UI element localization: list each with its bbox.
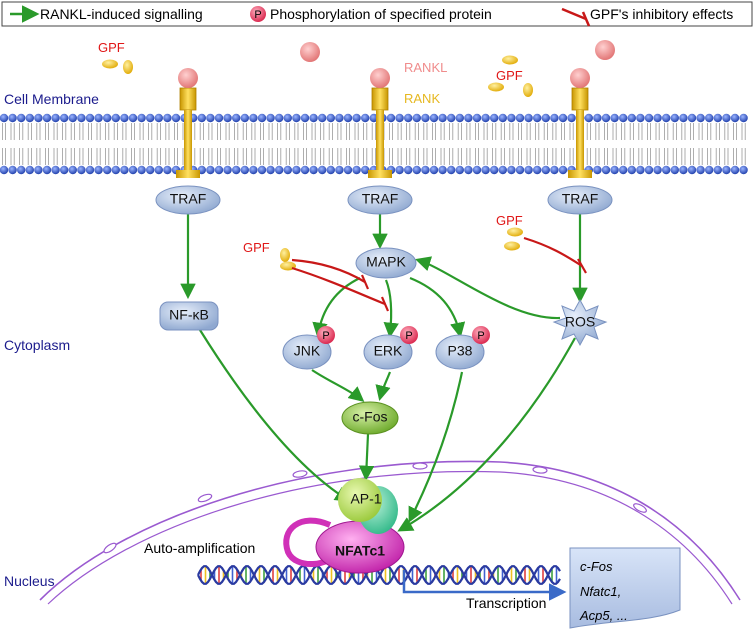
transcription-arrow: Transcription bbox=[402, 570, 567, 611]
traf-label: TRAF bbox=[562, 191, 599, 207]
rankl-ligand-1 bbox=[178, 68, 198, 88]
legend-inhibition-label: GPF's inhibitory effects bbox=[590, 6, 733, 22]
phospho-badge bbox=[400, 326, 418, 344]
p38-node: P38 P bbox=[435, 326, 490, 370]
legend: RANKL-induced signalling P Phosphorylati… bbox=[1, 1, 753, 27]
dna-helix bbox=[197, 565, 561, 585]
svg-text:P: P bbox=[477, 330, 484, 342]
traf-node-1: TRAF bbox=[155, 185, 221, 215]
rank-receptor-3 bbox=[568, 68, 592, 178]
nfatc1-ap1-complex: AP-1 NFATc1 bbox=[283, 478, 405, 574]
traf-label: TRAF bbox=[170, 191, 207, 207]
rank-receptor-2 bbox=[368, 68, 392, 178]
phospho-badge bbox=[472, 326, 490, 344]
gene-cfos: c-Fos bbox=[580, 559, 613, 574]
inhibition-lines bbox=[291, 236, 587, 312]
rank-label: RANK bbox=[404, 91, 440, 106]
rank-receptor-1 bbox=[176, 68, 200, 178]
legend-activation-label: RANKL-induced signalling bbox=[40, 6, 203, 22]
svg-text:P: P bbox=[405, 330, 412, 342]
jnk-label: JNK bbox=[294, 343, 321, 359]
traf-node-2: TRAF bbox=[347, 185, 413, 215]
cfos-label: c-Fos bbox=[353, 409, 388, 425]
signalling-nodes: TRAF TRAF TRAF NF-κB MAPK JNK P ERK bbox=[155, 185, 613, 435]
p38-label: P38 bbox=[448, 343, 473, 359]
nfatc1-label: NFATc1 bbox=[335, 543, 385, 559]
mapk-node: MAPK bbox=[355, 247, 417, 279]
activation-arrows bbox=[180, 212, 588, 532]
erk-label: ERK bbox=[374, 343, 403, 359]
gpf-label-4: GPF bbox=[496, 213, 523, 228]
nucleus-label: Nucleus bbox=[4, 573, 55, 589]
jnk-node: JNK P bbox=[282, 326, 335, 370]
cell-membrane bbox=[0, 113, 748, 175]
receptors bbox=[176, 40, 615, 178]
legend-phospho-icon bbox=[250, 6, 266, 22]
nuclear-envelope bbox=[39, 460, 741, 605]
rankl-label: RANKL bbox=[404, 60, 447, 75]
traf-label: TRAF bbox=[362, 191, 399, 207]
gpf-label-1: GPF bbox=[98, 40, 125, 55]
traf-node-3: TRAF bbox=[547, 185, 613, 215]
legend-phospho-symbol: P bbox=[254, 9, 261, 21]
nfkb-node: NF-κB bbox=[159, 301, 219, 331]
auto-amplification-label: Auto-amplification bbox=[144, 540, 255, 556]
target-genes-box: c-Fos Nfatc1, Acp5, ... bbox=[569, 547, 681, 629]
gene-acp5: Acp5, ... bbox=[579, 608, 628, 623]
phospho-badge bbox=[317, 326, 335, 344]
mapk-label: MAPK bbox=[366, 254, 406, 270]
gene-nfatc1: Nfatc1, bbox=[580, 584, 621, 599]
cell-membrane-label: Cell Membrane bbox=[4, 91, 99, 107]
legend-inhibition-line bbox=[561, 7, 587, 21]
rankl-ligand-3 bbox=[570, 68, 590, 88]
free-rankl-ligand bbox=[595, 40, 615, 60]
ros-node: ROS bbox=[552, 298, 608, 347]
cytoplasm-label: Cytoplasm bbox=[4, 337, 70, 353]
rankl-ligand-2 bbox=[370, 68, 390, 88]
ros-label: ROS bbox=[565, 314, 595, 330]
nfkb-label: NF-κB bbox=[169, 307, 209, 323]
legend-phosphorylation-label: Phosphorylation of specified protein bbox=[270, 6, 492, 22]
gpf-label-2: GPF bbox=[496, 68, 523, 83]
svg-text:P: P bbox=[322, 330, 329, 342]
erk-node: ERK P bbox=[363, 326, 418, 370]
ap1-label: AP-1 bbox=[350, 491, 381, 507]
transcription-label: Transcription bbox=[466, 595, 546, 611]
cfos-node: c-Fos bbox=[341, 401, 399, 435]
gpf-label-3: GPF bbox=[243, 240, 270, 255]
legend-inhibition-bar bbox=[581, 11, 591, 27]
ap1-node bbox=[338, 478, 382, 522]
gpf-pills bbox=[102, 55, 533, 271]
free-rankl-ligand bbox=[300, 42, 320, 62]
